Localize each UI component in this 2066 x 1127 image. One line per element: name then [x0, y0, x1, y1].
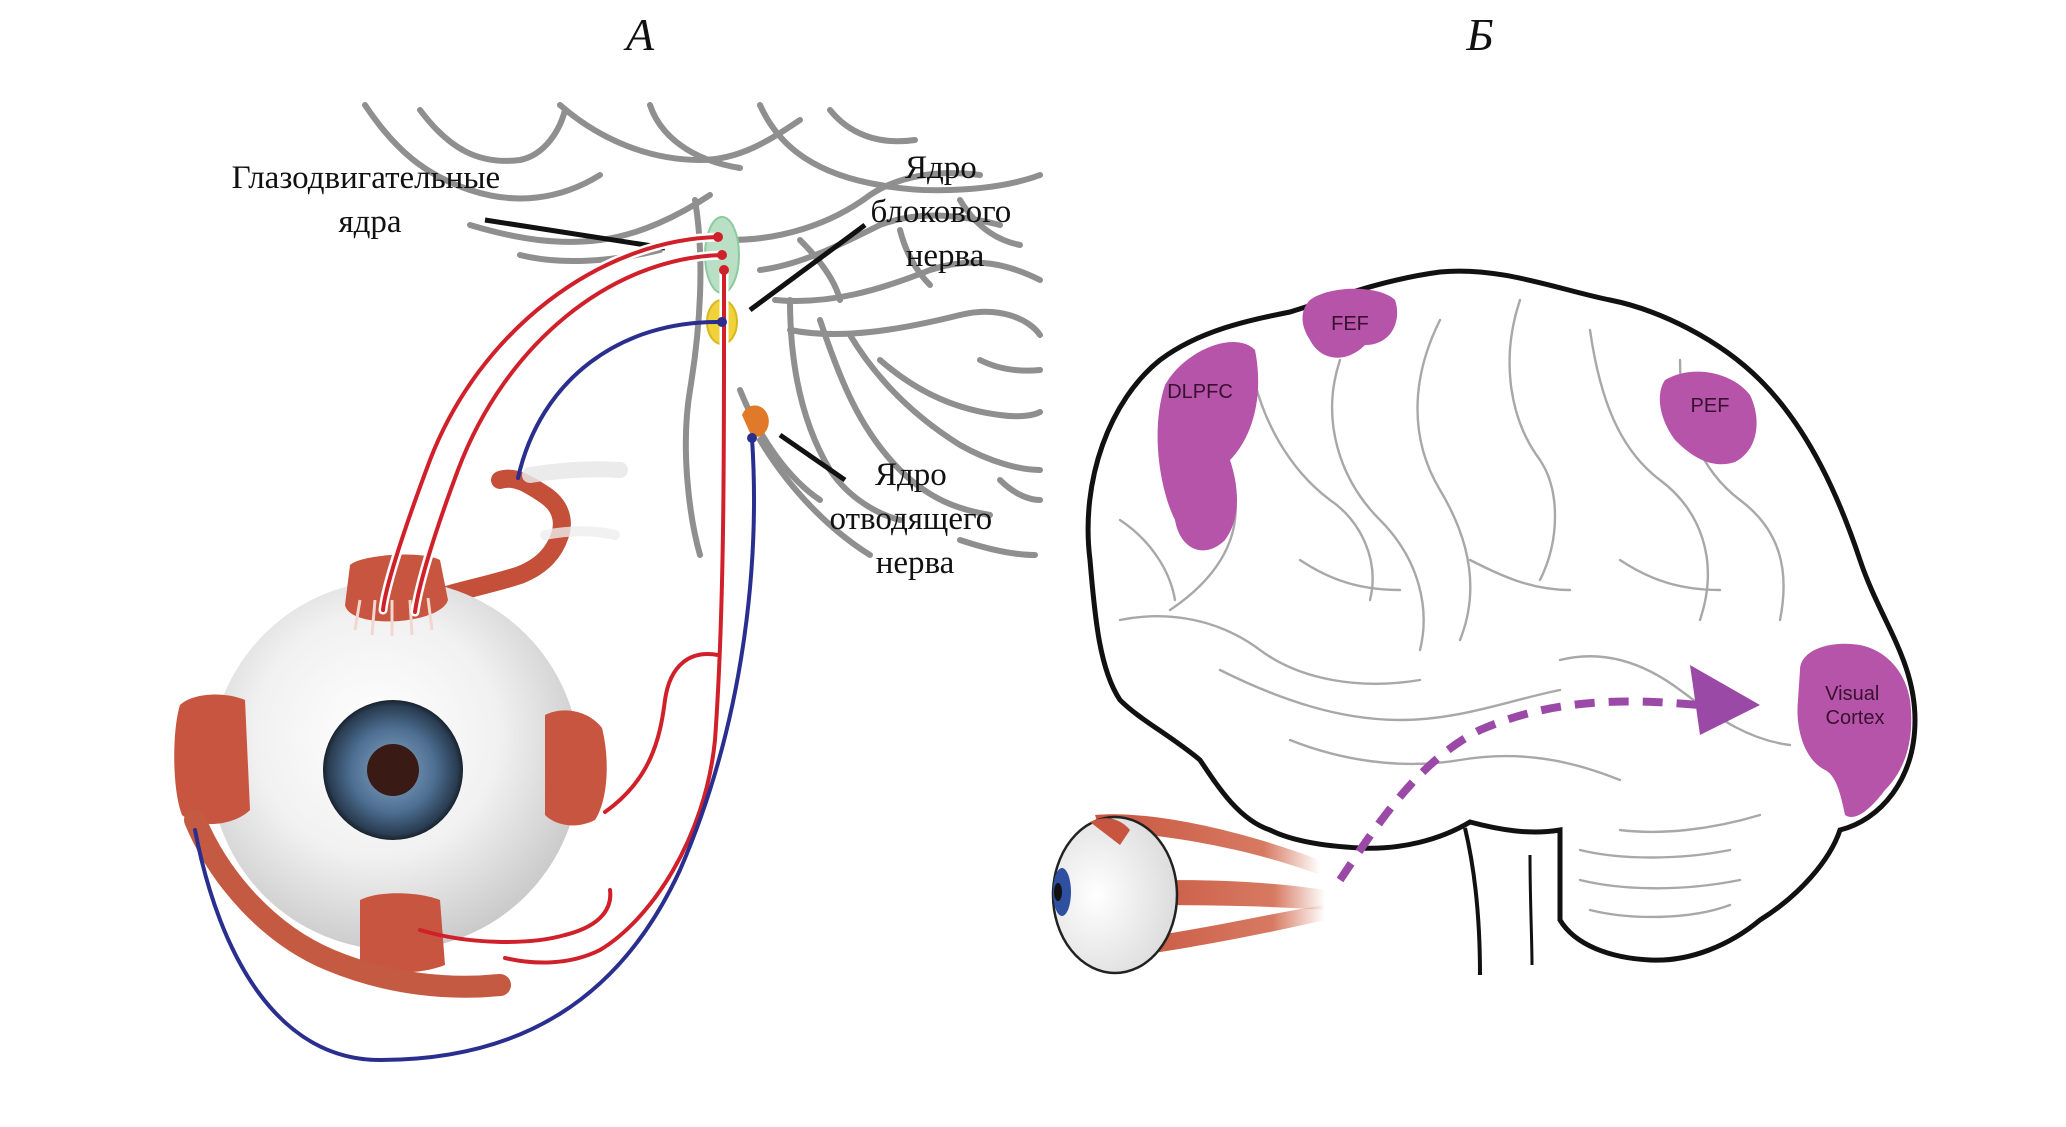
brainstem-outline — [362, 102, 1043, 558]
label-abducens-nucleus: Ядро отводящего нерва — [830, 457, 1001, 581]
label-oculomotor-nuclei: Глазодвигательные ядра — [232, 160, 509, 240]
panel-a: А — [174, 9, 1043, 1063]
leader-line-oculomotor — [484, 217, 666, 251]
pupil — [367, 744, 419, 796]
eyeball-side-view — [1051, 814, 1325, 975]
region-fef: FEF — [1302, 288, 1398, 358]
leader-line-abducens — [778, 432, 847, 483]
panel-letter-a: А — [623, 9, 655, 60]
inferior-oblique-muscle — [184, 809, 511, 998]
medial-rectus-muscle — [545, 710, 607, 826]
abducens-nucleus — [742, 405, 769, 437]
abducens-trochlear-nerve-pathways — [193, 317, 757, 1063]
superior-oblique-muscle — [421, 461, 628, 609]
brain-sulci — [1118, 298, 1792, 919]
region-visual-cortex: Visual Cortex — [1797, 643, 1912, 818]
brainstem-line — [1463, 827, 1482, 976]
label-fef: FEF — [1331, 313, 1369, 335]
label-pef: PEF — [1691, 395, 1730, 417]
eyeball-front-view — [174, 554, 607, 998]
oculomotor-nerve-pathways — [378, 232, 729, 968]
label-dlpfc: DLPFC — [1167, 381, 1233, 403]
panel-letter-b: Б — [1465, 9, 1493, 60]
region-pef: PEF — [1659, 371, 1757, 465]
region-dlpfc: DLPFC — [1157, 342, 1259, 551]
label-trochlear-nucleus: Ядро блокового нерва — [870, 150, 1019, 274]
visual-pathway-arrowhead — [1690, 665, 1760, 735]
label-visual-cortex: Visual Cortex — [1825, 683, 1885, 729]
brainstem-line — [1528, 854, 1534, 966]
panel-b: Б — [1051, 9, 1918, 976]
lateral-rectus-muscle — [174, 694, 250, 825]
visual-pathway-arrow — [1336, 697, 1701, 883]
inferior-rectus-muscle — [360, 893, 445, 973]
leader-line-trochlear — [748, 222, 867, 313]
